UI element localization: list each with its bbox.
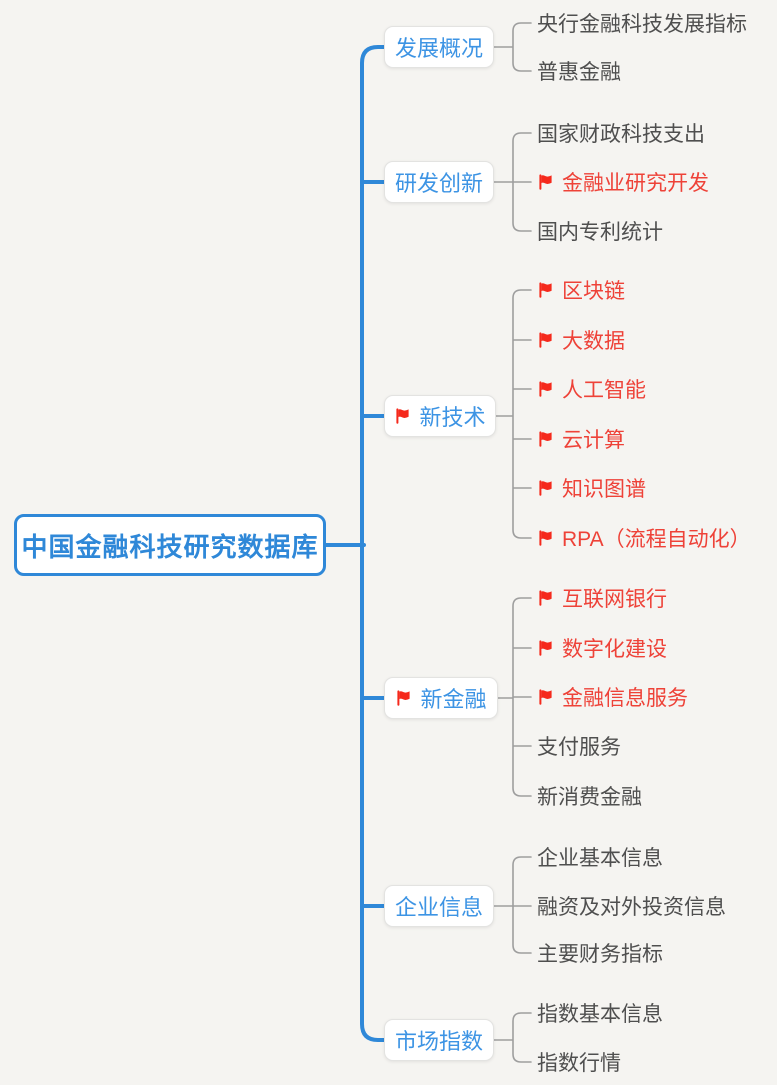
leaf-node-1-2[interactable]: 国内专利统计 xyxy=(537,216,663,246)
leaf-node-label: 互联网银行 xyxy=(562,588,667,611)
branch-node-2[interactable]: 新技术 xyxy=(384,395,496,437)
branch-node-label: 新金融 xyxy=(420,687,487,712)
leaf-node-label: 主要财务指标 xyxy=(537,943,663,966)
leaf-node-4-1[interactable]: 融资及对外投资信息 xyxy=(537,891,726,921)
flag-icon xyxy=(396,408,410,424)
leaf-node-label: 金融信息服务 xyxy=(562,687,688,710)
leaf-node-label: 人工智能 xyxy=(562,379,646,402)
flag-icon xyxy=(539,381,552,397)
child-connectors-gray xyxy=(493,22,532,1063)
leaf-node-2-4[interactable]: 知识图谱 xyxy=(537,473,646,503)
leaf-node-label: 云计算 xyxy=(562,429,625,452)
branch-node-label: 市场指数 xyxy=(394,1029,483,1054)
leaf-node-2-5[interactable]: RPA（流程自动化） xyxy=(537,523,751,553)
root-node[interactable]: 中国金融科技研究数据库 xyxy=(14,514,326,576)
leaf-node-label: 国内专利统计 xyxy=(537,221,663,244)
leaf-node-2-0[interactable]: 区块链 xyxy=(537,275,625,305)
leaf-node-label: 数字化建设 xyxy=(562,638,667,661)
branch-node-label: 研发创新 xyxy=(394,171,483,196)
flag-icon xyxy=(539,332,552,348)
leaf-node-label: 指数行情 xyxy=(537,1052,621,1075)
leaf-node-3-1[interactable]: 数字化建设 xyxy=(537,633,667,663)
leaf-node-4-2[interactable]: 主要财务指标 xyxy=(537,938,663,968)
branch-node-label: 新技术 xyxy=(419,405,486,430)
leaf-node-label: 知识图谱 xyxy=(562,478,646,501)
branch-node-0[interactable]: 发展概况 xyxy=(384,26,494,68)
leaf-node-label: 区块链 xyxy=(562,280,625,303)
flag-icon xyxy=(539,282,552,298)
leaf-node-3-0[interactable]: 互联网银行 xyxy=(537,583,667,613)
flag-icon xyxy=(539,590,552,606)
leaf-node-label: 大数据 xyxy=(562,330,625,353)
branch-node-5[interactable]: 市场指数 xyxy=(384,1019,494,1061)
flag-icon xyxy=(539,431,552,447)
flag-icon xyxy=(539,480,552,496)
flag-icon xyxy=(539,640,552,656)
leaf-node-1-1[interactable]: 金融业研究开发 xyxy=(537,167,709,197)
flag-icon xyxy=(539,689,552,705)
leaf-node-2-2[interactable]: 人工智能 xyxy=(537,374,646,404)
leaf-node-label: 国家财政科技支出 xyxy=(537,123,705,146)
flag-icon xyxy=(397,690,411,706)
leaf-node-3-3[interactable]: 支付服务 xyxy=(537,731,621,761)
root-node-label: 中国金融科技研究数据库 xyxy=(21,532,319,562)
leaf-node-0-1[interactable]: 普惠金融 xyxy=(537,56,621,86)
leaf-node-1-0[interactable]: 国家财政科技支出 xyxy=(537,118,705,148)
leaf-node-label: 企业基本信息 xyxy=(537,847,663,870)
flag-icon xyxy=(539,174,552,190)
leaf-node-label: 支付服务 xyxy=(537,736,621,759)
leaf-node-0-0[interactable]: 央行金融科技发展指标 xyxy=(537,8,747,38)
branch-node-1[interactable]: 研发创新 xyxy=(384,161,494,203)
leaf-node-label: 央行金融科技发展指标 xyxy=(537,13,747,36)
leaf-node-2-3[interactable]: 云计算 xyxy=(537,424,625,454)
leaf-node-label: RPA（流程自动化） xyxy=(562,528,751,551)
leaf-node-label: 指数基本信息 xyxy=(537,1003,663,1026)
branch-node-label: 企业信息 xyxy=(394,895,483,920)
leaf-node-label: 新消费金融 xyxy=(537,786,642,809)
branch-node-label: 发展概况 xyxy=(394,36,483,61)
leaf-node-2-1[interactable]: 大数据 xyxy=(537,325,625,355)
leaf-node-label: 金融业研究开发 xyxy=(562,172,709,195)
leaf-node-3-4[interactable]: 新消费金融 xyxy=(537,781,642,811)
branch-node-3[interactable]: 新金融 xyxy=(384,677,498,719)
leaf-node-5-0[interactable]: 指数基本信息 xyxy=(537,998,663,1028)
trunk-connector-blue xyxy=(324,45,386,1042)
leaf-node-4-0[interactable]: 企业基本信息 xyxy=(537,842,663,872)
leaf-node-label: 普惠金融 xyxy=(537,61,621,84)
leaf-node-5-1[interactable]: 指数行情 xyxy=(537,1047,621,1077)
branch-node-4[interactable]: 企业信息 xyxy=(384,885,494,927)
flag-icon xyxy=(539,530,552,546)
leaf-node-label: 融资及对外投资信息 xyxy=(537,896,726,919)
leaf-node-3-2[interactable]: 金融信息服务 xyxy=(537,682,688,712)
